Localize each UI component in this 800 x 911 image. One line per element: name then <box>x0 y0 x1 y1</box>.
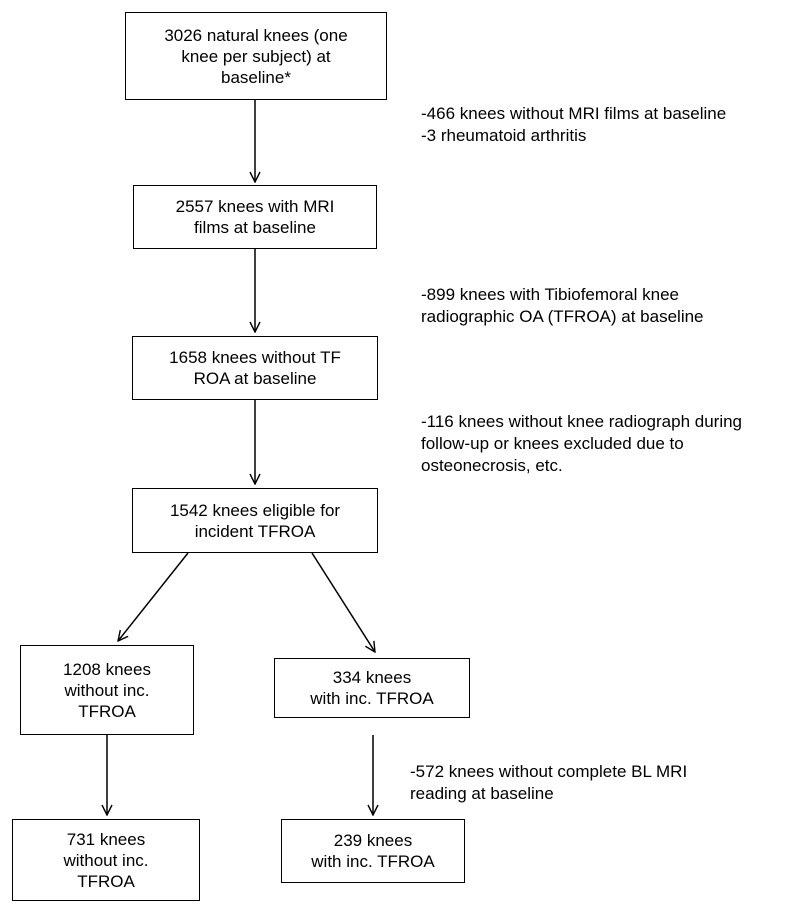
exclusion-note-3: -116 knees without knee radiograph durin… <box>421 411 742 477</box>
box-without-inc-line-2: without inc. <box>64 680 150 700</box>
box-eligible-line-1: 1542 knees eligible for <box>169 500 341 520</box>
box-final-without-inc: 731 knees without inc. TFROA <box>12 819 200 901</box>
box-with-inc-line-2: with inc. TFROA <box>310 689 434 708</box>
box-final-without-line-3: TFROA <box>77 871 135 891</box>
box-baseline-line-1: 3026 natural knees (one <box>164 25 348 45</box>
exclusion-note-1-line-1: -466 knees without MRI films at baseline <box>421 104 727 123</box>
box-without-inc-line-1: 1208 knees <box>63 659 151 679</box>
box-final-with-line-1: 239 knees <box>333 831 413 850</box>
exclusion-note-3-line-3: osteonecrosis, etc. <box>421 456 563 475</box>
box-final-with-line-2: with inc. TFROA <box>311 852 435 871</box>
exclusion-note-3-line-2: follow-up or knees excluded due to <box>421 434 684 453</box>
exclusion-note-2: -899 knees with Tibiofemoral knee radiog… <box>421 284 704 328</box>
box-eligible: 1542 knees eligible for incident TFROA <box>132 488 378 553</box>
box-with-inc-tfroa: 334 knees with inc. TFROA <box>274 658 470 718</box>
box-eligible-line-2: incident TFROA <box>194 521 316 541</box>
box-without-inc-tfroa: 1208 knees without inc. TFROA <box>20 645 194 735</box>
box-mri-films: 2557 knees with MRI films at baseline <box>133 185 377 249</box>
box-final-with-inc: 239 knees with inc. TFROA <box>281 819 465 883</box>
exclusion-note-1: -466 knees without MRI films at baseline… <box>421 103 726 147</box>
box-final-without-line-1: 731 knees <box>66 829 146 849</box>
box-no-tf-roa: 1658 knees without TF ROA at baseline <box>132 336 378 400</box>
exclusion-note-4-line-1: -572 knees without complete BL MRI <box>410 762 688 781</box>
box-with-inc-line-1: 334 knees <box>332 668 412 687</box>
box-final-without-line-2: without inc. <box>63 850 149 870</box>
box-no-tf-roa-line-2: ROA at baseline <box>193 369 317 388</box>
arrow-eligible-to-without-inc <box>118 552 189 641</box>
box-mri-line-1: 2557 knees with MRI <box>175 197 335 216</box>
box-baseline-knees: 3026 natural knees (one knee per subject… <box>125 12 387 100</box>
exclusion-note-2-line-2: radiographic OA (TFROA) at baseline <box>421 307 704 326</box>
box-no-tf-roa-line-1: 1658 knees without TF <box>169 348 341 367</box>
box-without-inc-line-3: TFROA <box>78 701 136 721</box>
exclusion-note-4-line-2: reading at baseline <box>410 784 554 803</box>
exclusion-note-1-line-2: -3 rheumatoid arthritis <box>421 126 587 145</box>
arrow-eligible-to-with-inc <box>311 552 375 652</box>
exclusion-note-4: -572 knees without complete BL MRI readi… <box>410 761 687 805</box>
box-baseline-line-3: baseline* <box>221 67 291 87</box>
box-mri-line-2: films at baseline <box>194 218 316 237</box>
box-baseline-line-2: knee per subject) at <box>181 46 331 66</box>
exclusion-note-3-line-1: -116 knees without knee radiograph durin… <box>421 412 743 431</box>
exclusion-note-2-line-1: -899 knees with Tibiofemoral knee <box>421 285 679 304</box>
